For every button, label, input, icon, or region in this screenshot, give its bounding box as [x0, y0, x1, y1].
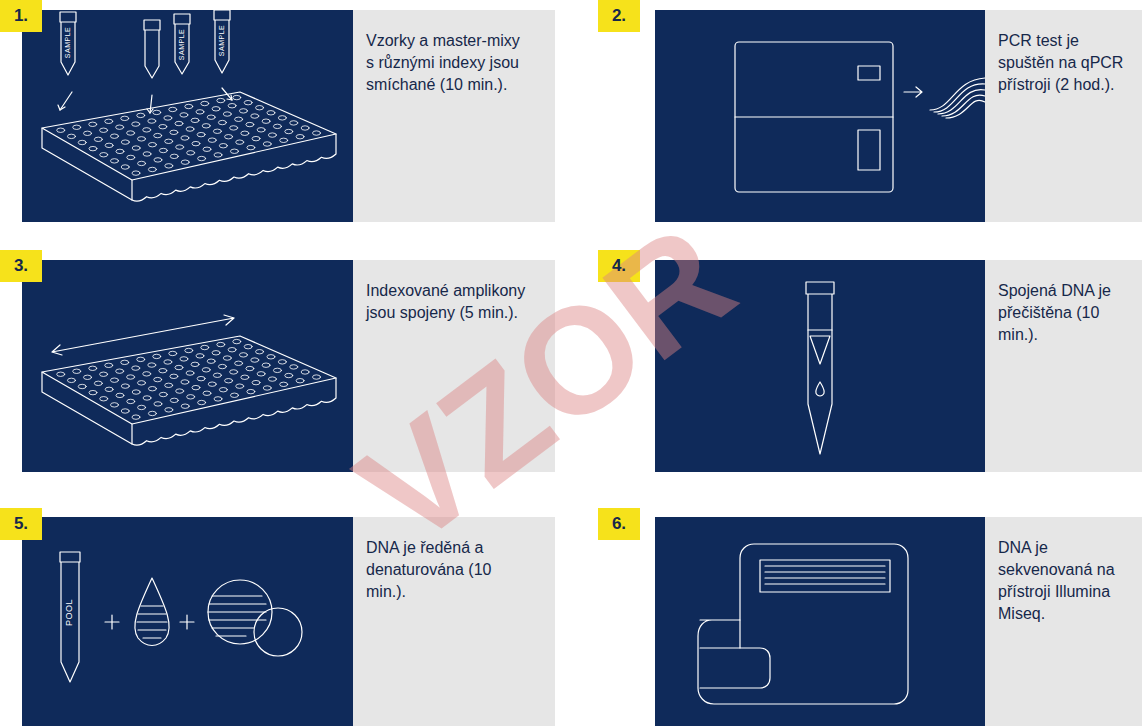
- tube-label: SAMPLE: [65, 26, 72, 57]
- step-number-tag: 1.: [0, 0, 42, 32]
- step-description: PCR test je spuštěn na qPCR přístroji (2…: [998, 30, 1132, 96]
- step-number: 1.: [14, 6, 28, 26]
- step-number: 3.: [14, 256, 28, 276]
- step-description-box: DNA je sekvenovaná na přístroji Illumina…: [985, 517, 1142, 726]
- tube-label: POOL: [65, 598, 74, 625]
- step-number: 2.: [612, 6, 626, 26]
- step-description: DNA je sekvenovaná na přístroji Illumina…: [998, 537, 1132, 625]
- step-number-tag: 5.: [0, 508, 42, 540]
- step-description: Vzorky a master-mixy s různými indexy js…: [366, 30, 526, 96]
- dark-panel: [22, 10, 985, 726]
- step-description: Spojená DNA je přečištěna (10 min.).: [998, 280, 1132, 346]
- step-number: 4.: [612, 256, 626, 276]
- sequencer: [698, 544, 908, 704]
- qpcr-instrument: [735, 42, 985, 192]
- purification-tube: [806, 282, 834, 454]
- tube-label: SAMPLE: [179, 28, 186, 59]
- step-description-box: PCR test je spuštěn na qPCR přístroji (2…: [985, 10, 1142, 222]
- tube-label: SAMPLE: [219, 24, 226, 55]
- step-number-tag: 3.: [0, 250, 42, 282]
- microplate: [42, 336, 336, 445]
- step-description-box: DNA je ředěná a denaturována (10 min.).: [353, 517, 555, 726]
- step-number-tag: 6.: [598, 508, 640, 540]
- double-arrow: [52, 315, 234, 355]
- pool-tube-drop-beads: [60, 552, 302, 682]
- microplate: [42, 92, 336, 201]
- step-description-box: Spojená DNA je přečištěna (10 min.).: [985, 260, 1142, 472]
- step-number: 6.: [612, 514, 626, 534]
- step-number-tag: 2.: [598, 0, 640, 32]
- step-number: 5.: [14, 514, 28, 534]
- step-description: Indexované amplikony jsou spojeny (5 min…: [366, 280, 526, 324]
- step-description-box: Vzorky a master-mixy s různými indexy js…: [353, 10, 555, 222]
- step-description: DNA je ředěná a denaturována (10 min.).: [366, 537, 526, 603]
- sample-tubes: [58, 10, 232, 113]
